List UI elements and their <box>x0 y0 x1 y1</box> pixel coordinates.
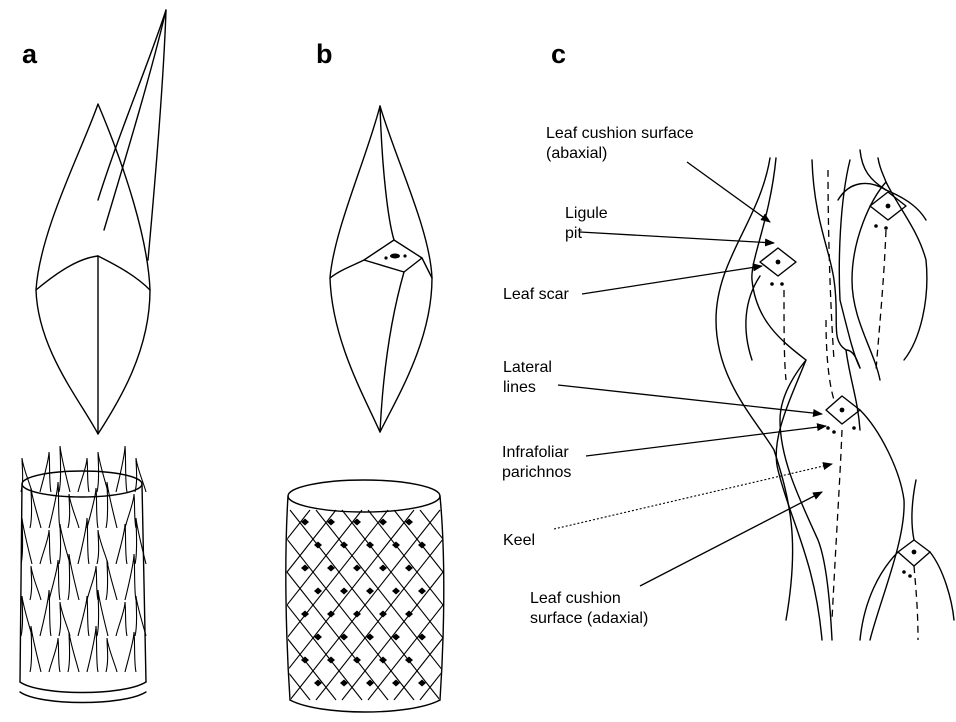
panel-letter-b: b <box>316 39 333 69</box>
label-text: lines <box>503 379 536 396</box>
leaf-spike <box>78 518 89 564</box>
arrow-icon <box>558 385 822 414</box>
arrow-icon <box>586 426 826 456</box>
label-ligule-pit: Ligule pit <box>565 205 608 242</box>
leaf-spike <box>40 452 51 492</box>
lattice-line <box>108 510 258 700</box>
leaf-spike <box>21 596 32 636</box>
leaf-spike <box>49 638 60 672</box>
label-text: surface (adaxial) <box>530 610 648 627</box>
leaf-spike <box>87 488 98 528</box>
arrow-icon <box>687 162 770 222</box>
lattice-line <box>628 510 778 700</box>
leaf-spike <box>59 524 70 564</box>
label-text: Keel <box>503 532 535 549</box>
leaf-spike <box>116 524 127 564</box>
panel-b-stem-lattice <box>0 480 778 712</box>
panel-a-leaf-cushion <box>36 10 166 434</box>
leaf-spike <box>68 494 79 528</box>
label-text: Infrafoliar <box>502 444 569 461</box>
panel-b-leaf-cushion <box>330 106 432 432</box>
leaf-spike <box>59 446 70 492</box>
leaf-scar-mark <box>366 588 374 595</box>
leaf-spike <box>106 482 117 528</box>
leaf-scar-mark <box>314 588 322 595</box>
label-leaf-cushion-abaxial: Leaf cushion surface (abaxial) <box>546 125 694 162</box>
leaf-spike <box>78 596 89 636</box>
label-infrafoliar-parichnos: Infrafoliar parichnos <box>502 444 571 481</box>
panel-a-stem-with-leaves <box>20 446 146 703</box>
lattice-line <box>82 510 232 700</box>
lattice-line <box>0 510 128 700</box>
leaf-spike <box>135 518 146 564</box>
label-text: Lateral <box>503 359 552 376</box>
leaf-spike <box>78 458 89 492</box>
label-lateral-lines: Lateral lines <box>503 359 552 396</box>
leaf-spike <box>87 566 98 600</box>
leaf-scar-mark <box>340 588 348 595</box>
leaf-spike <box>116 602 127 636</box>
leaf-scar-mark <box>392 588 400 595</box>
lattice-line <box>82 510 232 700</box>
label-text: Ligule <box>565 205 608 222</box>
panel-letter-a: a <box>22 39 38 69</box>
lattice-line <box>30 510 180 700</box>
arrow-icon <box>580 232 774 243</box>
label-text: Leaf scar <box>503 286 569 303</box>
leaf-spike <box>106 560 117 600</box>
leaf-spike <box>116 446 127 492</box>
leaf-spike <box>30 488 41 528</box>
arrow-icon <box>582 266 762 294</box>
label-keel: Keel <box>503 532 535 549</box>
label-leaf-scar: Leaf scar <box>503 286 569 303</box>
lattice-line <box>108 510 258 700</box>
leaf-spike <box>68 632 79 672</box>
leaf-spike <box>106 638 117 672</box>
leaf-spike <box>40 530 51 564</box>
leaf-spike <box>30 626 41 672</box>
leaf-spike <box>68 554 79 600</box>
lattice-line <box>602 510 752 700</box>
label-text: Leaf cushion surface <box>546 125 694 142</box>
label-leaf-cushion-adaxial: Leaf cushion surface (adaxial) <box>530 590 648 627</box>
label-text: parichnos <box>502 464 571 481</box>
leaf-spike <box>49 560 60 600</box>
label-text: pit <box>565 225 582 242</box>
leaf-spike <box>59 602 70 636</box>
panel-letter-c: c <box>551 39 566 69</box>
lattice-line <box>134 510 284 700</box>
leaf-spike <box>97 530 108 564</box>
panel-c-cushion-detail <box>716 150 954 640</box>
leaf-spike <box>30 566 41 600</box>
leaf-scar-mark <box>418 588 426 595</box>
label-text: Leaf cushion <box>530 590 621 607</box>
leaf-spike <box>125 632 136 672</box>
leaf-spike <box>125 494 136 528</box>
leaf-spike <box>40 590 51 636</box>
label-text: (abaxial) <box>546 145 607 162</box>
arrow-icon <box>640 492 822 586</box>
lattice-line <box>134 510 284 700</box>
